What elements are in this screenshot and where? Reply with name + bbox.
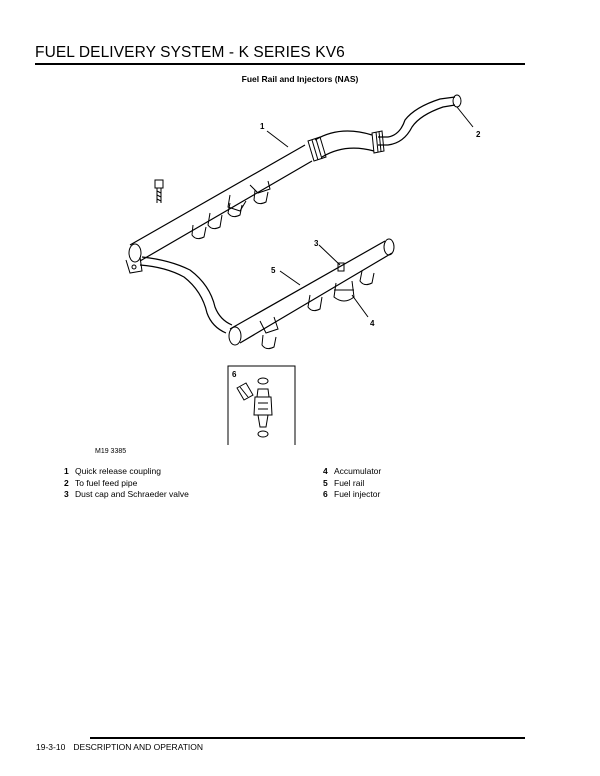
figure-code: M19 3385	[95, 448, 127, 455]
callout-5: 5	[271, 266, 276, 275]
header-title: FUEL DELIVERY SYSTEM - K SERIES KV6	[35, 44, 345, 61]
callout-2: 2	[476, 130, 481, 139]
section-name: DESCRIPTION AND OPERATION	[73, 742, 204, 752]
figure-title: Fuel Rail and Injectors (NAS)	[241, 74, 359, 84]
callout-1: 1	[260, 122, 265, 131]
fuel-rail-diagram: 1 2 3 5 4 6	[125, 94, 481, 445]
page-footer: 19-3-10 DESCRIPTION AND OPERATION	[36, 742, 211, 752]
footer-rule	[90, 737, 525, 739]
header-rule	[35, 63, 525, 65]
callout-6: 6	[232, 370, 237, 379]
page-number: 19-3-10	[36, 742, 66, 752]
callout-4: 4	[370, 319, 375, 328]
callout-3: 3	[314, 239, 319, 248]
